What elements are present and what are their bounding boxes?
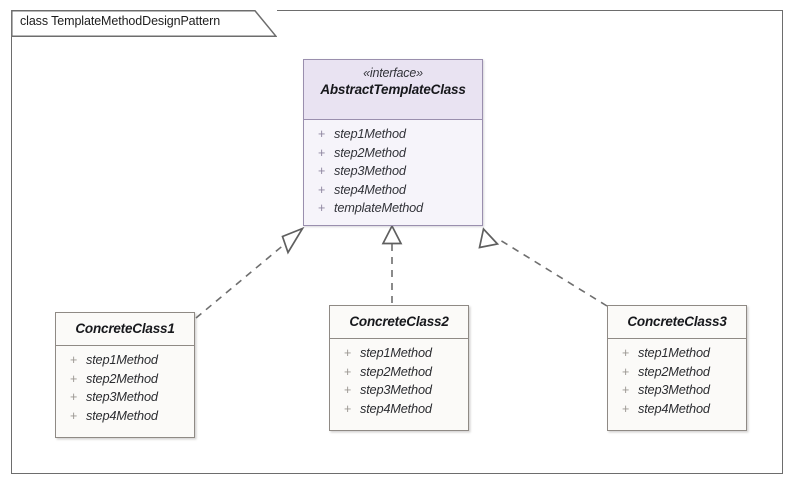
visibility-marker: + (318, 164, 326, 179)
member-name: step4Method (360, 400, 432, 416)
class-box-abstracttemplateclass[interactable]: «interface» AbstractTemplateClass + step… (303, 59, 483, 226)
stereotype-label: «interface» (363, 66, 423, 80)
class-header-concreteclass3: ConcreteClass3 (608, 306, 746, 339)
class-name-label: ConcreteClass3 (627, 314, 727, 329)
member-name: step3Method (638, 382, 710, 398)
member-name: step3Method (86, 389, 158, 405)
member-name: step2Method (334, 144, 406, 160)
member-name: step1Method (86, 352, 158, 367)
visibility-marker: + (70, 390, 78, 405)
visibility-marker: + (344, 346, 352, 360)
member-row: + step2Method (334, 363, 464, 382)
visibility-marker: + (318, 127, 326, 141)
class-members-concreteclass1: + step1Method + step2Method + step3Metho… (56, 346, 194, 432)
class-name-label: AbstractTemplateClass (320, 82, 466, 97)
class-box-concreteclass3[interactable]: ConcreteClass3 + step1Method + step2Meth… (607, 305, 747, 431)
member-name: step4Method (334, 181, 406, 197)
member-name: step2Method (360, 363, 432, 379)
class-name-label: ConcreteClass2 (349, 314, 449, 329)
visibility-marker: + (622, 364, 630, 379)
member-row: + templateMethod (308, 199, 478, 218)
class-members-concreteclass2: + step1Method + step2Method + step3Metho… (330, 339, 468, 425)
class-members-abstracttemplateclass: + step1Method + step2Method + step3Metho… (304, 120, 482, 225)
class-box-concreteclass2[interactable]: ConcreteClass2 + step1Method + step2Meth… (329, 305, 469, 431)
member-row: + step4Method (612, 400, 742, 419)
visibility-marker: + (622, 401, 630, 416)
member-name: step2Method (638, 363, 710, 379)
visibility-marker: + (622, 383, 630, 398)
visibility-marker: + (344, 401, 352, 416)
class-name-label: ConcreteClass1 (75, 321, 175, 336)
member-name: step3Method (360, 382, 432, 398)
class-header-abstracttemplateclass: «interface» AbstractTemplateClass (304, 60, 482, 120)
visibility-marker: + (70, 408, 78, 423)
visibility-marker: + (344, 364, 352, 379)
member-name: step1Method (360, 345, 432, 360)
member-name: step3Method (334, 163, 406, 179)
member-row: + step1Method (60, 351, 190, 370)
member-row: + step3Method (308, 162, 478, 181)
visibility-marker: + (318, 145, 326, 160)
member-name: step1Method (638, 345, 710, 360)
title-tab-shape (11, 10, 277, 37)
visibility-marker: + (318, 201, 326, 216)
member-row: + step1Method (612, 344, 742, 363)
member-row: + step3Method (60, 388, 190, 407)
class-header-concreteclass1: ConcreteClass1 (56, 313, 194, 346)
diagram-title-tab[interactable]: class TemplateMethodDesignPattern (11, 10, 277, 37)
member-name: step2Method (86, 370, 158, 386)
member-name: step1Method (334, 126, 406, 141)
class-header-concreteclass2: ConcreteClass2 (330, 306, 468, 339)
diagram-title-label: class TemplateMethodDesignPattern (20, 14, 221, 28)
visibility-marker: + (622, 346, 630, 360)
class-box-concreteclass1[interactable]: ConcreteClass1 + step1Method + step2Meth… (55, 312, 195, 438)
member-row: + step2Method (60, 370, 190, 389)
member-row: + step2Method (612, 363, 742, 382)
class-members-concreteclass3: + step1Method + step2Method + step3Metho… (608, 339, 746, 425)
member-row: + step2Method (308, 144, 478, 163)
member-row: + step4Method (308, 181, 478, 200)
member-name: templateMethod (334, 200, 423, 216)
member-row: + step4Method (60, 407, 190, 426)
member-row: + step1Method (308, 125, 478, 144)
visibility-marker: + (70, 371, 78, 386)
member-row: + step3Method (612, 381, 742, 400)
member-name: step4Method (86, 407, 158, 423)
visibility-marker: + (70, 353, 78, 367)
visibility-marker: + (344, 383, 352, 398)
visibility-marker: + (318, 182, 326, 197)
member-name: step4Method (638, 400, 710, 416)
member-row: + step4Method (334, 400, 464, 419)
member-row: + step1Method (334, 344, 464, 363)
member-row: + step3Method (334, 381, 464, 400)
